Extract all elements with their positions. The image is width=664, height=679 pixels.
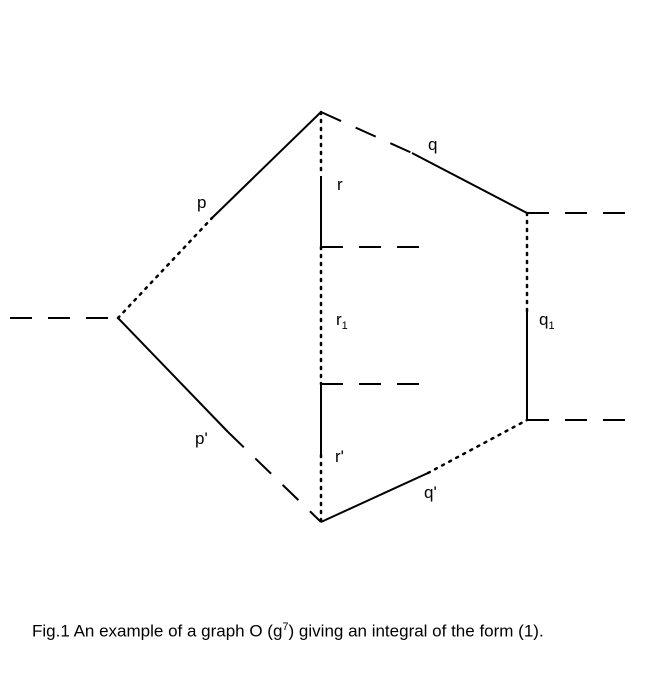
label-p: p <box>197 193 206 212</box>
label-r: r <box>337 175 343 194</box>
line-p-prime-dashed <box>227 431 322 523</box>
line-q-solid <box>411 152 528 214</box>
label-r1: r1 <box>336 310 348 332</box>
line-q-dashed <box>320 111 413 154</box>
label-q-prime: q' <box>424 483 437 502</box>
label-q: q <box>428 135 437 154</box>
label-r-prime: r' <box>335 447 344 466</box>
label-q1: q1 <box>539 310 555 332</box>
line-p-dotted <box>116 216 214 320</box>
label-p-prime: p' <box>195 429 208 448</box>
line-p-prime-solid <box>117 317 229 433</box>
line-q-prime-solid <box>320 472 429 523</box>
line-q-prime-dotted <box>426 418 529 475</box>
line-p-solid <box>211 111 322 219</box>
caption-text-before: Fig.1 An example of a graph O (g <box>32 621 283 641</box>
figure-caption: Fig.1 An example of a graph O (g7) givin… <box>32 621 664 642</box>
caption-text-after: ) giving an integral of the form (1). <box>288 621 544 641</box>
caption-superscript: 7 <box>282 621 289 633</box>
